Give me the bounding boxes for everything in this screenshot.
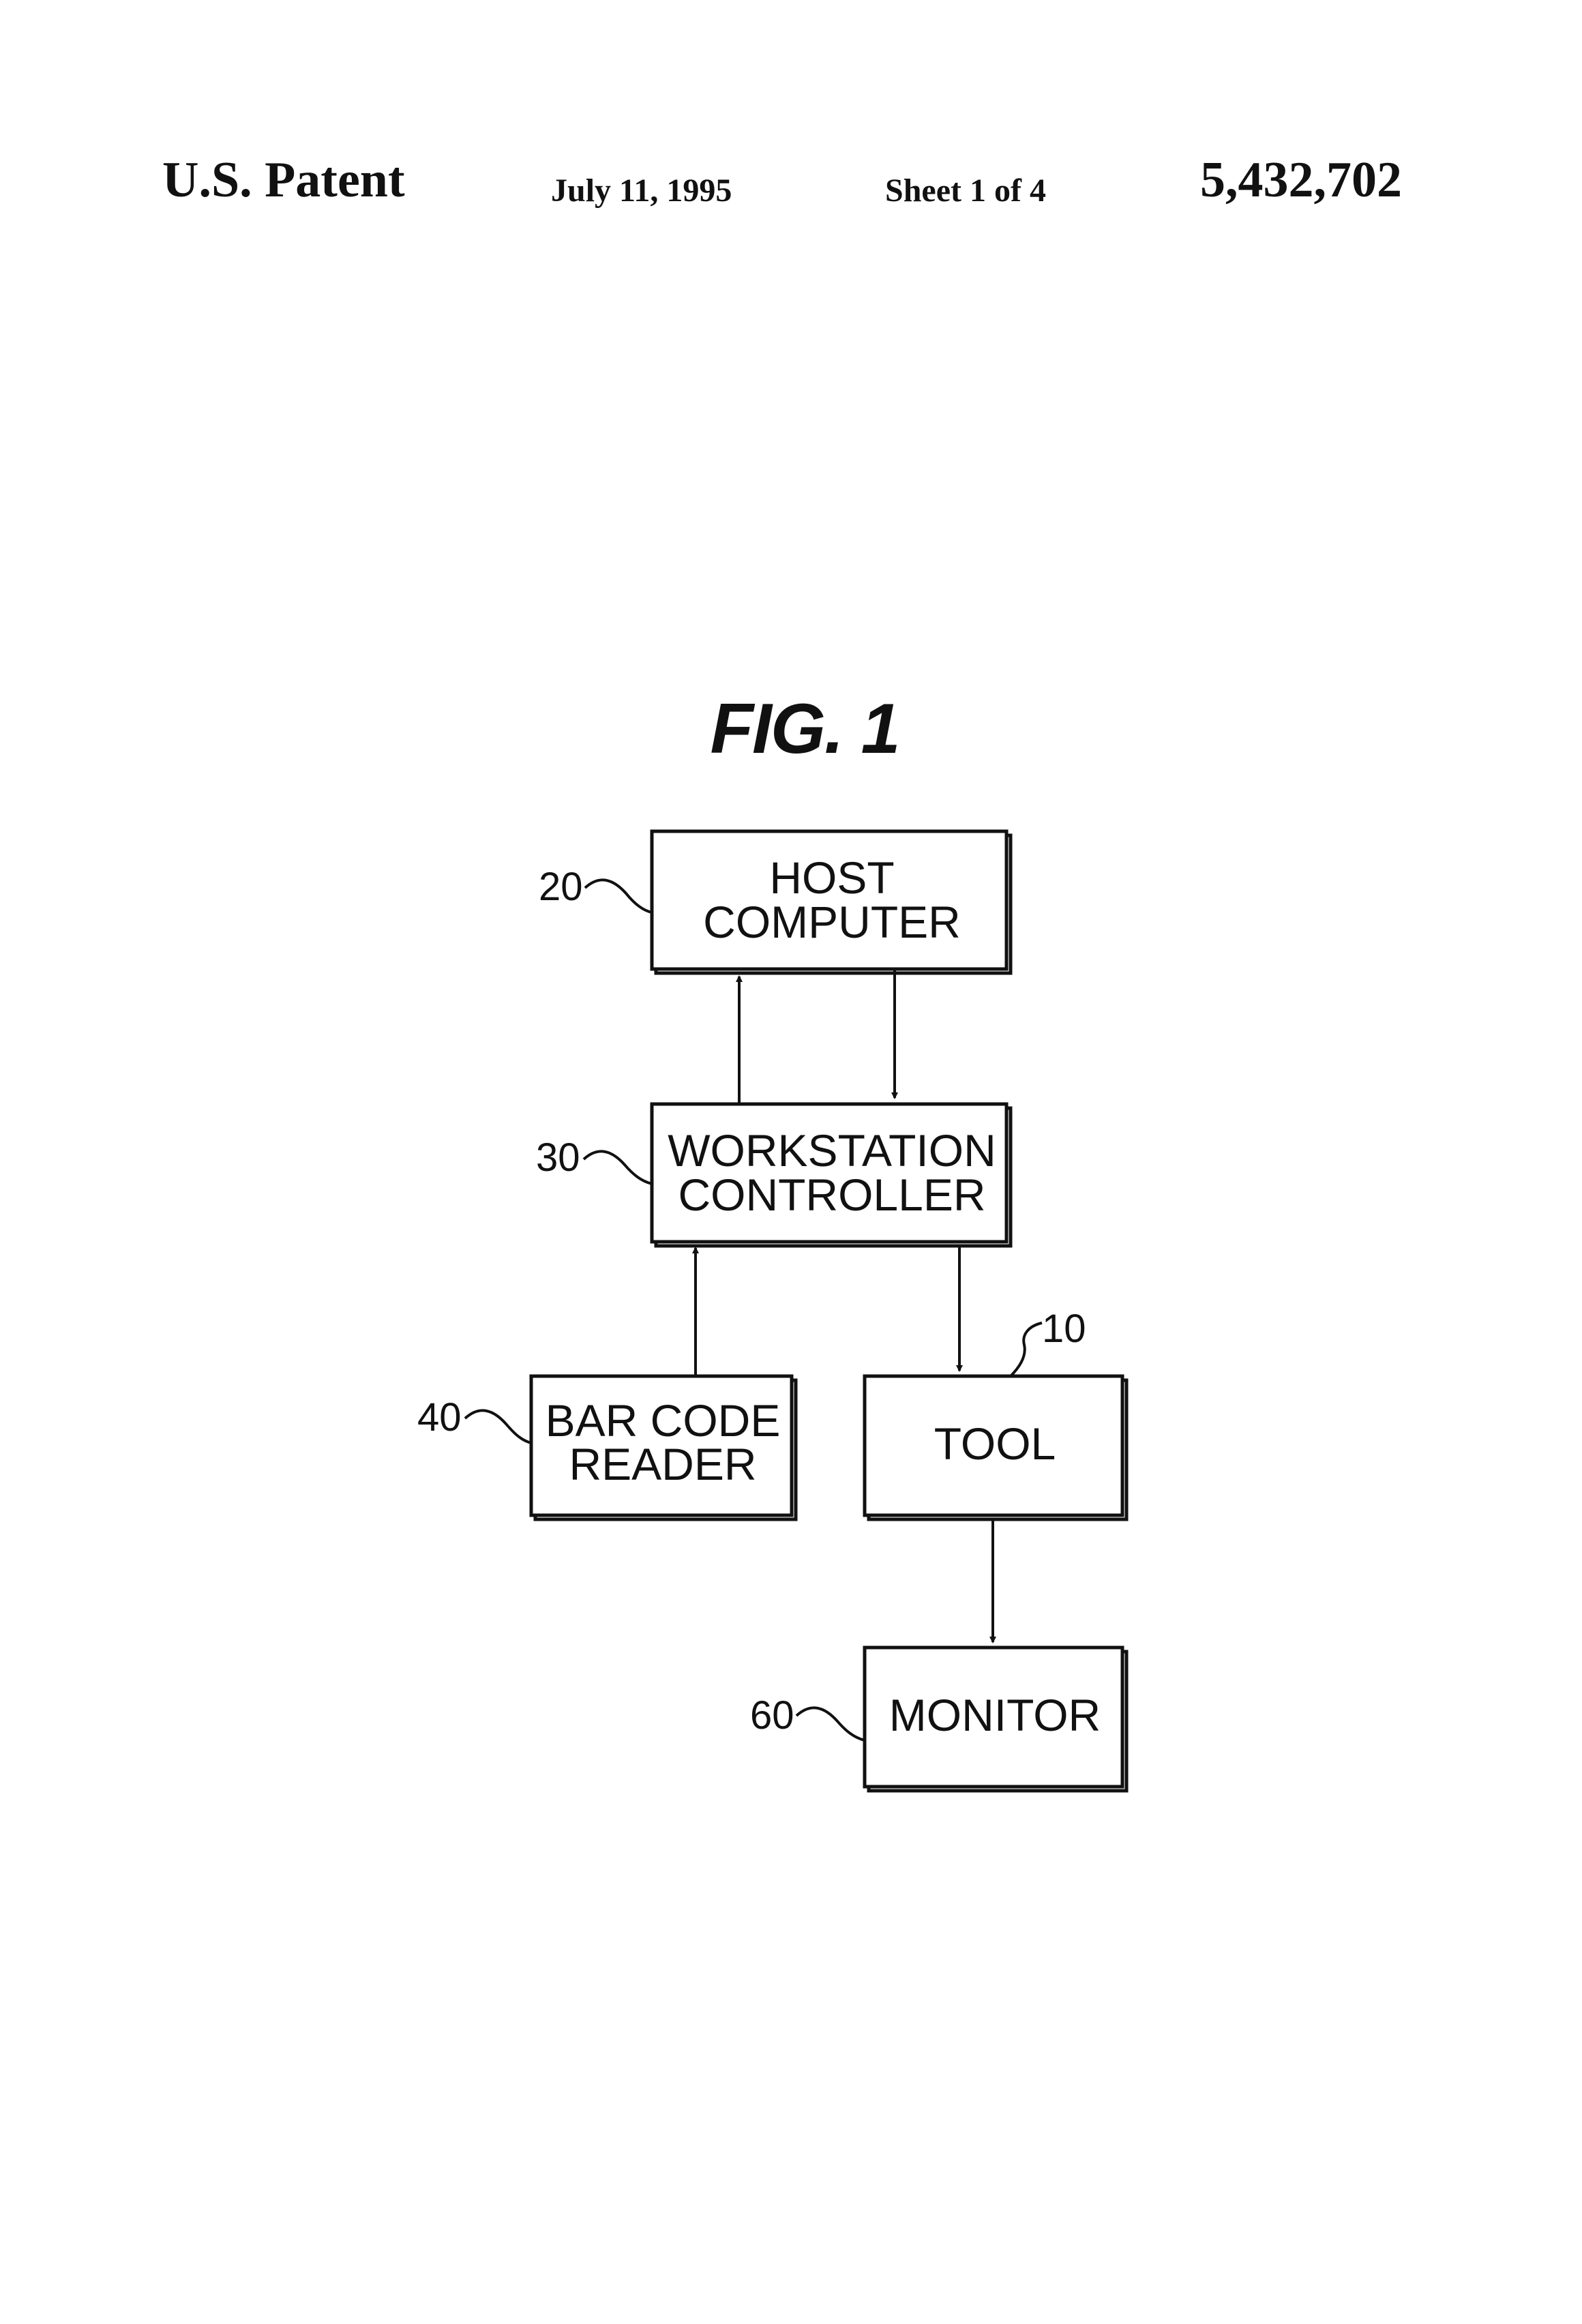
host-computer-label-line-2: COMPUTER (703, 897, 961, 947)
workstation-controller-label-line-1: WORKSTATION (668, 1125, 996, 1176)
ref-30-leader-line (584, 1151, 652, 1184)
host-computer-label-line-1: HOST (769, 852, 894, 903)
host-computer-block: HOST COMPUTER (652, 831, 1011, 973)
ref-20: 20 (539, 865, 652, 912)
ref-20-leader-line (585, 880, 652, 912)
monitor-block: MONITOR (865, 1648, 1126, 1791)
workstation-controller-block: WORKSTATION CONTROLLER (652, 1104, 1011, 1246)
tool-label: TOOL (934, 1418, 1056, 1469)
bar-code-reader-block: BAR CODE READER (531, 1376, 796, 1519)
ref-60-leader-line (796, 1708, 865, 1740)
monitor-label: MONITOR (889, 1690, 1101, 1740)
ref-40-leader-line (465, 1410, 531, 1443)
ref-10-leader-line (1011, 1323, 1042, 1376)
bar-code-reader-label-line-2: READER (569, 1439, 756, 1489)
ref-40: 40 (417, 1395, 531, 1443)
ref-60-number: 60 (750, 1693, 794, 1738)
ref-60: 60 (750, 1693, 865, 1740)
ref-20-number: 20 (539, 865, 583, 909)
ref-30: 30 (536, 1135, 652, 1184)
ref-10: 10 (1011, 1307, 1086, 1376)
tool-block: TOOL (865, 1376, 1126, 1519)
bar-code-reader-label-line-1: BAR CODE (546, 1395, 781, 1446)
ref-10-number: 10 (1042, 1307, 1086, 1351)
workstation-controller-label-line-2: CONTROLLER (678, 1170, 985, 1220)
ref-40-number: 40 (417, 1395, 462, 1440)
ref-30-number: 30 (536, 1135, 580, 1180)
